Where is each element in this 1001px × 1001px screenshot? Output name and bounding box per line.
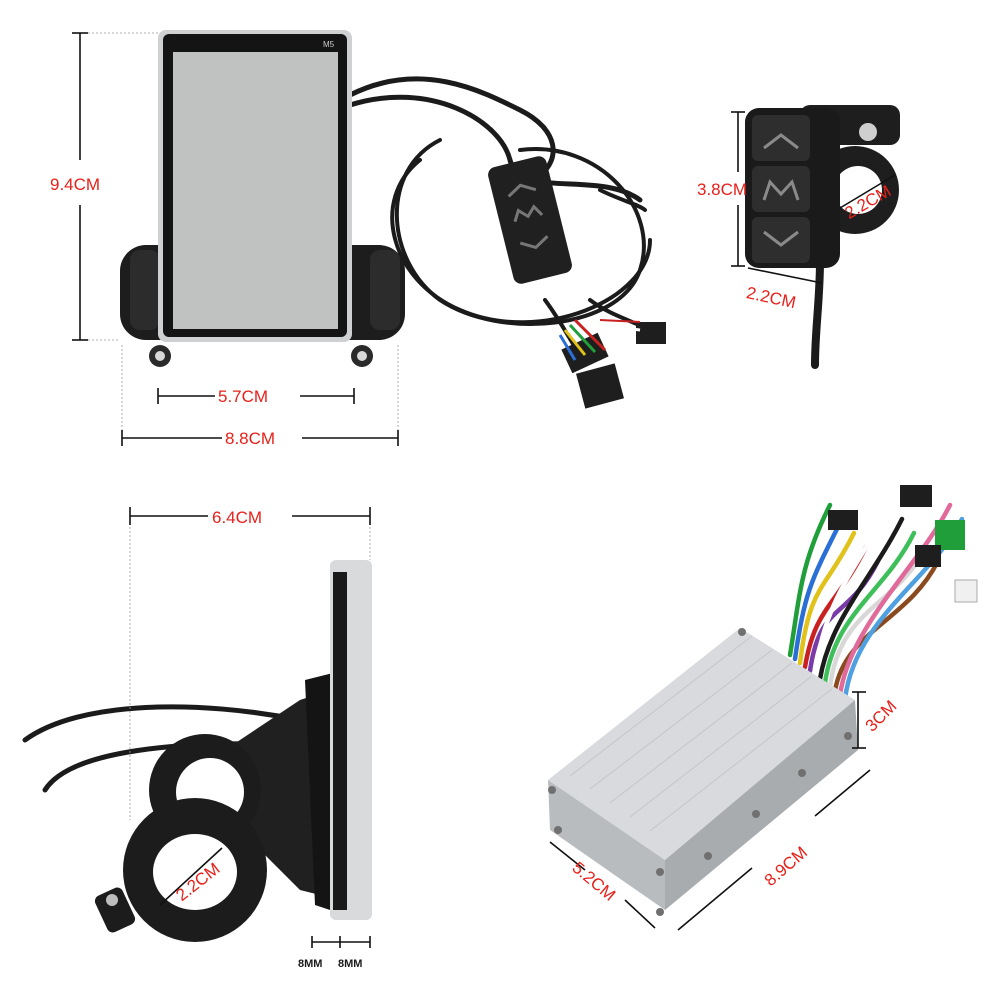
dim-display-height-label: 9.4CM (50, 175, 100, 194)
up-arrow-icon (763, 133, 799, 150)
controller-connector-a (828, 510, 858, 530)
mode-m-icon (762, 179, 800, 201)
dim-side-thickness-b-label: 8MM (338, 958, 362, 970)
controller-wire (827, 544, 929, 690)
dim-controller-height: 3CM (852, 691, 901, 749)
dim-display-width-label: 8.8CM (225, 429, 275, 448)
dim-button-width-label: 2.2CM (745, 283, 798, 312)
display-front-view: M5 9.4CM 5.7CM 8.8CM (50, 30, 666, 448)
button-pad-view: 3.8CM 2.2CM 2.2CM (697, 105, 900, 369)
display-unit: M5 (158, 30, 352, 342)
lcd-screen (173, 52, 338, 329)
down-arrow-icon (763, 230, 799, 247)
display-model-label: M5 (323, 40, 335, 49)
controller-wire (832, 558, 941, 694)
side-stand (210, 690, 340, 900)
dim-controller-height-label: 3CM (862, 697, 901, 736)
dim-mount-spacing: 5.7CM (157, 387, 355, 406)
display-connectors (558, 318, 666, 409)
controller-wire (817, 516, 905, 682)
dim-controller-length-label: 8.9CM (761, 843, 811, 890)
display-side-view: 6.4CM 2.2CM 8MM 8MM (22, 507, 372, 970)
dim-button-height: 3.8CM (697, 111, 747, 267)
controller-box (548, 628, 858, 916)
controller-wire (822, 530, 917, 686)
dim-button-height-label: 3.8CM (697, 180, 747, 199)
dim-side-thickness: 8MM 8MM (298, 936, 371, 970)
display-cable-bundle (347, 76, 652, 357)
dim-display-height: 9.4CM (50, 32, 158, 341)
dim-side-thickness-a-label: 8MM (298, 958, 322, 970)
dim-display-width: 8.8CM (121, 345, 399, 448)
controller-connector-b (900, 485, 932, 507)
dim-side-depth-label: 6.4CM (212, 508, 262, 527)
dim-mount-spacing-label: 5.7CM (218, 387, 268, 406)
controller-wire (812, 502, 893, 678)
controller-wire (797, 530, 857, 666)
controller-wire (787, 502, 833, 658)
controller-wire (792, 516, 845, 662)
dim-side-depth: 6.4CM (129, 507, 371, 820)
display-inline-button-pad (488, 156, 572, 284)
dim-button-width: 2.2CM (745, 267, 823, 312)
controller-view: 3CM 8.9CM 5.2CM (548, 485, 978, 931)
